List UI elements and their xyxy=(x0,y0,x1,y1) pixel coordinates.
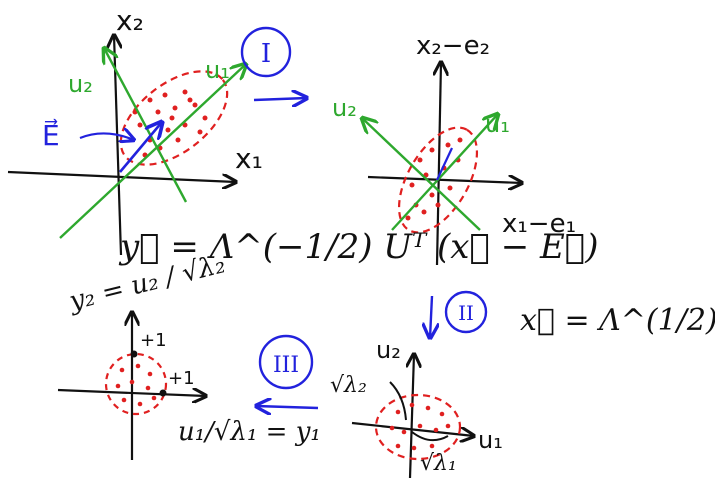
step-1-circle xyxy=(240,26,292,78)
x2-axis-label: x₂ xyxy=(116,4,144,37)
panel-centered: x₂−e₂ x₁−e₁ u₁ u₂ xyxy=(332,31,576,266)
tick-label-y: +1 xyxy=(140,330,167,351)
sqrt-lambda1-bracket xyxy=(411,431,449,442)
mean-label: E⃗ xyxy=(42,118,60,152)
u2-label: u₂ xyxy=(68,70,93,98)
rotated-u1-label: u₁ xyxy=(478,426,503,454)
step-2: II xyxy=(430,290,488,338)
centered-horizontal-axis xyxy=(367,177,522,183)
step-3-label: III xyxy=(273,353,299,378)
forward-transform-formula: y⃗ = Λ^(−1/2) Uᵀ (x⃗ − E⃗) xyxy=(118,227,598,267)
centered-u1-axis xyxy=(391,114,498,231)
y1-relation: u₁/√λ₁ = y₁ xyxy=(178,417,321,447)
step-2-circle xyxy=(444,290,488,334)
unit-circle xyxy=(104,352,168,416)
centered-horizontal-label: x₁−e₁ xyxy=(502,209,576,239)
u1-eigen-axis xyxy=(59,64,246,239)
rotated-vertical-axis xyxy=(410,354,414,479)
u1-label: u₁ xyxy=(205,56,230,84)
whitened-data-points xyxy=(115,363,157,407)
sqrt-lambda2-label: √λ₂ xyxy=(330,373,367,398)
rotated-ellipse xyxy=(374,393,462,461)
rotated-u2-label: u₂ xyxy=(376,336,401,364)
rotated-data-points xyxy=(389,402,451,451)
sqrt-lambda2-bracket xyxy=(389,381,407,421)
step-2-label: II xyxy=(458,301,474,325)
data-ellipse xyxy=(119,70,229,166)
centered-u1-label: u₁ xyxy=(485,110,510,138)
centered-vertical-axis xyxy=(437,62,441,266)
tick-mark-y xyxy=(130,350,138,358)
step-1: I xyxy=(240,26,307,100)
centered-short-vector xyxy=(436,147,453,181)
step-1-label: I xyxy=(261,39,271,69)
centered-ellipse xyxy=(397,126,479,234)
x1-axis-label: x₁ xyxy=(235,142,263,175)
panel-whitened: +1 +1 xyxy=(57,312,206,460)
rotated-horizontal-axis xyxy=(351,421,474,436)
data-points xyxy=(132,89,208,158)
centered-u2-label: u₂ xyxy=(332,94,357,122)
mean-pointer-arrow xyxy=(79,133,134,140)
centered-vertical-label: x₂−e₂ xyxy=(416,31,490,61)
step-3-circle xyxy=(258,334,314,390)
centered-u2-axis xyxy=(362,118,481,231)
tick-mark-x xyxy=(159,389,167,397)
sqrt-lambda1-label: √λ₁ xyxy=(420,451,457,476)
step-3: III xyxy=(256,334,319,408)
step-3-arrow xyxy=(256,406,319,408)
inverse-transform-formula: x⃗ = Λ^(1/2) Uᵀ y⃗ + E⃗ xyxy=(520,303,715,338)
x2-axis xyxy=(114,35,121,256)
step-2-arrow xyxy=(430,295,432,338)
tick-label-x: +1 xyxy=(168,368,195,389)
panel-original: x₂ x₁ u₁ u₂ E⃗ xyxy=(7,4,263,256)
panel-rotated: u₂ u₁ √λ₂ √λ₁ xyxy=(330,336,503,479)
x1-axis xyxy=(7,170,236,182)
step-1-arrow xyxy=(253,98,307,100)
mean-vector xyxy=(119,122,162,173)
